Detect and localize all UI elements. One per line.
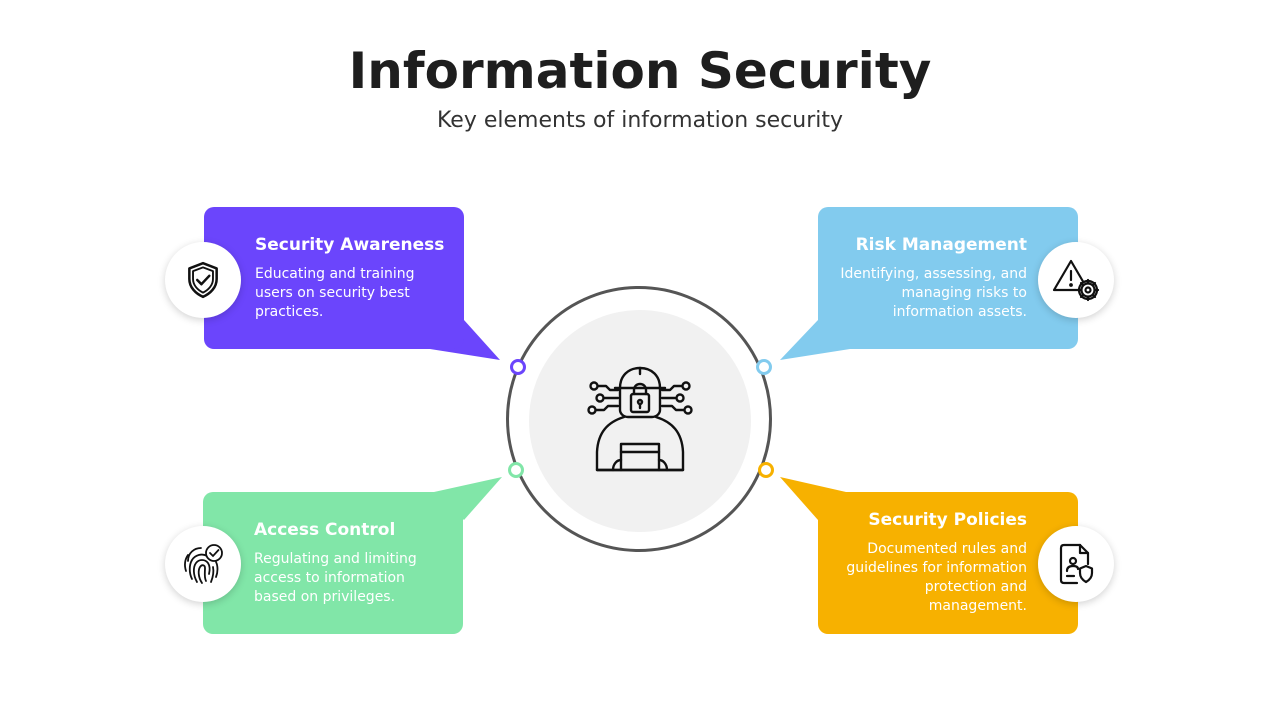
card-title: Security Awareness xyxy=(255,235,445,255)
warning-gear-icon xyxy=(1052,259,1100,302)
page-title: Information Security xyxy=(348,42,932,100)
tail-security-awareness xyxy=(430,320,500,360)
card-description: Educating and training users on security… xyxy=(255,266,415,320)
card-description: Regulating and limiting access to inform… xyxy=(254,551,417,605)
card-security-policies: Security Policies Documented rules and g… xyxy=(818,492,1078,634)
policy-document-icon xyxy=(1059,543,1094,585)
card-description: Documented rules and guidelines for info… xyxy=(846,541,1027,614)
card-title: Security Policies xyxy=(868,510,1027,530)
card-access-control: Access Control Regulating and limiting a… xyxy=(203,492,463,634)
badge-risk-management xyxy=(1038,242,1114,318)
page-subtitle: Key elements of information security xyxy=(436,108,844,133)
tail-risk-management xyxy=(780,320,850,360)
card-risk-management: Risk Management Identifying, assessing, … xyxy=(818,207,1078,349)
center-ring xyxy=(506,286,772,552)
dot-access-control xyxy=(508,462,524,478)
card-title: Access Control xyxy=(254,520,396,540)
badge-access-control xyxy=(165,526,241,602)
dot-security-policies xyxy=(758,462,774,478)
tail-security-policies xyxy=(780,477,846,520)
dot-security-awareness xyxy=(510,359,526,375)
badge-security-awareness xyxy=(165,242,241,318)
hacker-lock-icon xyxy=(587,366,693,472)
center-disc xyxy=(529,310,751,532)
card-description: Identifying, assessing, and managing ris… xyxy=(840,266,1027,320)
card-security-awareness: Security Awareness Educating and trainin… xyxy=(204,207,464,349)
badge-security-policies xyxy=(1038,526,1114,602)
tail-access-control xyxy=(434,477,502,520)
fingerprint-check-icon xyxy=(184,544,223,584)
dot-risk-management xyxy=(756,359,772,375)
shield-check-icon xyxy=(188,261,218,299)
card-title: Risk Management xyxy=(855,235,1027,255)
